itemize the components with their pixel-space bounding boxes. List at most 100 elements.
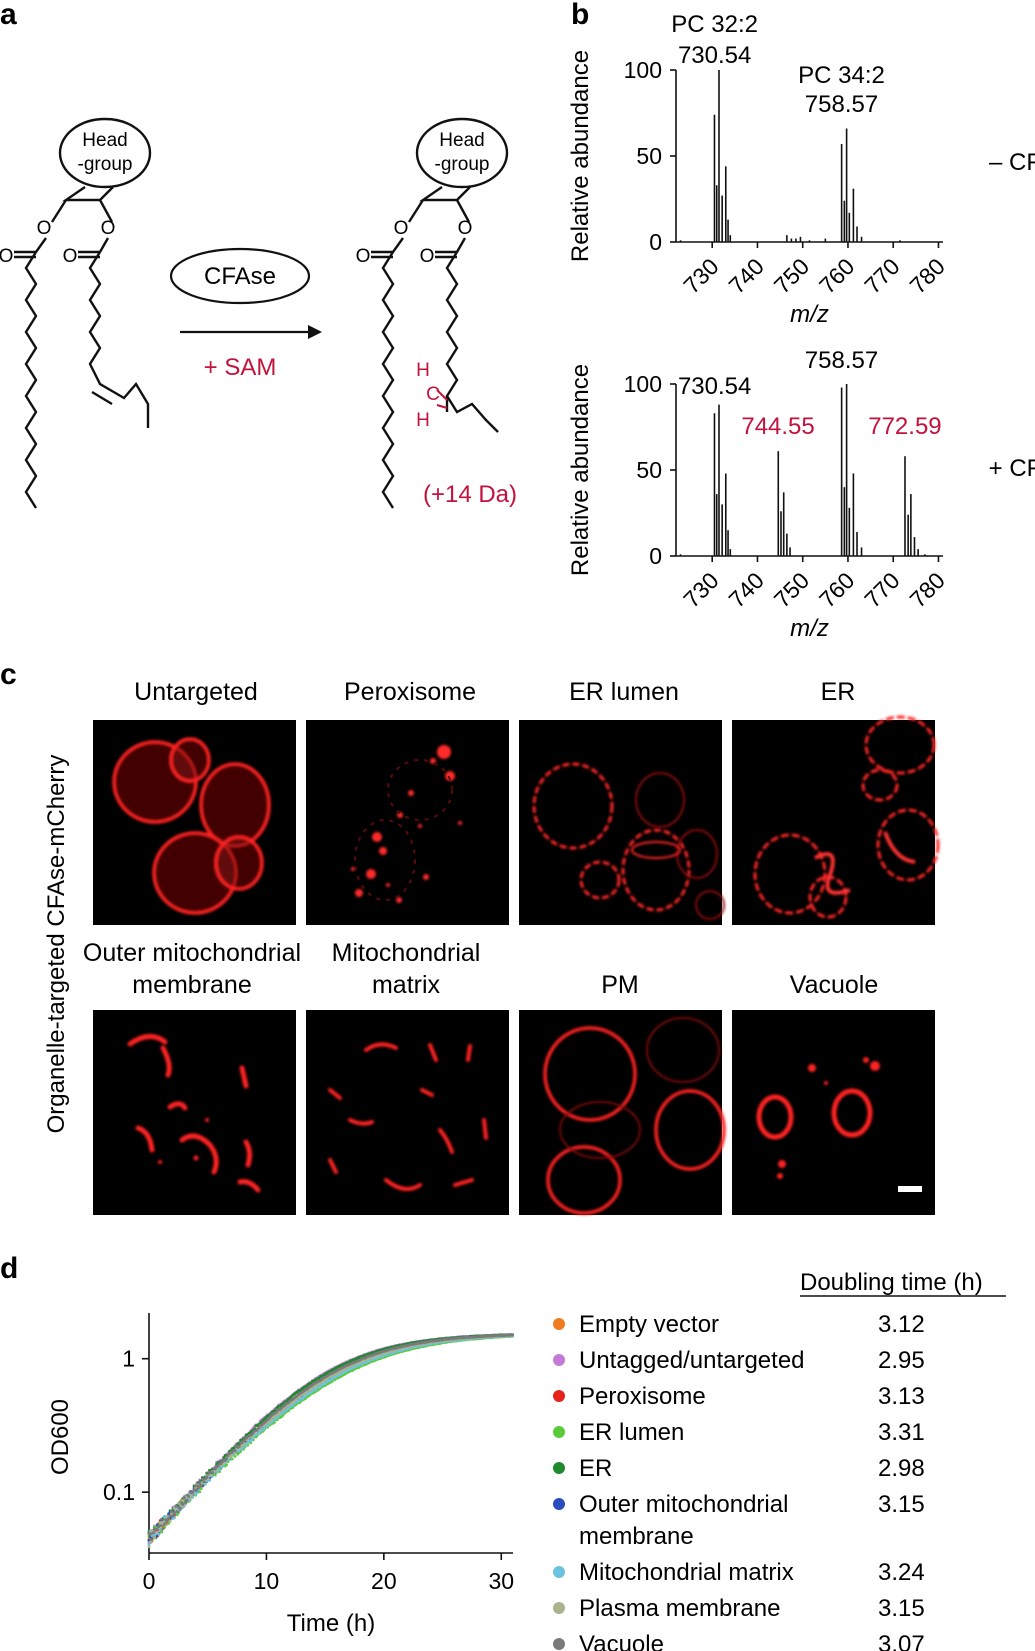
growth-point [205,1475,209,1479]
legend-item: 3.31 ER lumen [553,1419,925,1446]
scale-bar [898,1186,922,1192]
growth-point [201,1477,204,1481]
growth-point [163,1522,166,1526]
growth-point [157,1532,161,1536]
lipid-after [371,117,509,509]
y-tick-label: 0 [649,229,662,255]
legend-label: Vacuole [579,1631,664,1651]
peak-annotation: PC 32:2 [671,11,758,38]
x-axis-label: Time (h) [287,1610,375,1637]
legend-label: Peroxisome [579,1383,706,1410]
legend-swatch [553,1462,565,1474]
panel-a-reaction-scheme: a Head -group O O O O CFAse + SAM [0,0,517,509]
headgroup-left-label-1: Head [82,130,127,151]
growth-point [182,1496,186,1500]
y-axis-label: Relative abundance [567,364,594,576]
legend-swatch [553,1318,565,1330]
x-tick-label: 750 [769,253,815,299]
growth-point [199,1484,203,1488]
micrograph-peroxisome [306,720,509,925]
growth-point [156,1530,159,1534]
growth-point [168,1519,172,1523]
image-title-matrix-1: Mitochondrial [332,939,481,967]
micrograph-outer-mitochondrial-membrane [93,1010,296,1215]
glycerol-backbone-left [62,186,114,202]
growth-point [261,1428,265,1431]
legend-label: membrane [579,1523,694,1550]
x-tick-label: 750 [769,567,815,613]
x-tick-label: 0 [143,1568,156,1594]
peak-annotation: 758.57 [805,347,878,374]
legend-swatch [553,1498,565,1510]
growth-point [199,1487,203,1491]
x-tick-label: 740 [723,253,769,299]
x-tick-label: 730 [678,253,724,299]
growth-point [171,1514,175,1518]
double-bond [91,390,113,406]
growth-series [147,1334,514,1542]
peak-annotation: PC 34:2 [798,62,885,89]
acyl-chain-sn1-left [24,251,38,509]
lipid-before [14,117,152,509]
acyl-chain-sn1-right [381,251,395,509]
x-tick-label: 20 [371,1568,397,1594]
growth-point [194,1484,197,1488]
growth-point [282,1407,286,1411]
growth-point [188,1497,192,1501]
arrow-head [308,325,322,339]
growth-point [210,1471,214,1475]
growth-point [160,1517,164,1521]
doubling-time-legend: Doubling time (h) 3.12 Empty vector 2.95Un… [553,1269,1006,1651]
growth-point [187,1494,190,1498]
y-tick-label: 1 [122,1346,135,1372]
image-title-pm: PM [601,971,639,999]
panel-a-label: a [0,0,17,31]
growth-point [191,1490,195,1494]
growth-point [148,1532,152,1536]
cyclopropane-h-top: H [416,360,430,381]
legend-doubling-time: 3.31 [878,1419,925,1446]
cyclopropane-bond [436,389,448,401]
x-tick-label: 760 [814,567,860,613]
cyclopropane-h-bottom: H [416,410,430,431]
growth-point [185,1499,189,1502]
legend-header: Doubling time (h) [800,1269,983,1296]
growth-point [165,1519,169,1523]
growth-point [150,1538,154,1542]
y-tick-label: 100 [624,57,662,83]
growth-point [202,1480,206,1484]
growth-series [147,1333,514,1538]
image-title-omm-2: membrane [132,971,252,999]
growth-point [195,1491,199,1495]
legend-label: ER lumen [579,1419,684,1446]
legend-doubling-time: 3.15 [878,1491,925,1518]
micrograph-er [732,715,940,925]
growth-point [230,1457,234,1461]
y-tick-label: 50 [636,143,662,169]
legend-swatch [553,1602,565,1614]
legend-doubling-time: 2.98 [878,1455,925,1482]
growth-point [257,1431,261,1435]
y-tick-label: 50 [636,457,662,483]
x-tick-label: 10 [254,1568,280,1594]
acyl-chain-sn2-left [88,251,150,428]
legend-label: Empty vector [579,1311,719,1338]
cofactor-label: + SAM [204,354,277,381]
y-tick-label: 0 [649,543,662,569]
growth-point [167,1516,171,1520]
legend-doubling-time: 3.12 [878,1311,925,1338]
x-tick-label: 740 [723,567,769,613]
growth-series [147,1333,514,1542]
growth-point [222,1456,226,1460]
growth-point [147,1545,151,1549]
micrograph-vacuole [732,1010,935,1215]
peak-annotation: 772.59 [868,413,941,440]
growth-point [189,1494,193,1498]
image-title-er: ER [821,678,856,706]
growth-series [147,1333,514,1542]
growth-point [229,1455,233,1459]
